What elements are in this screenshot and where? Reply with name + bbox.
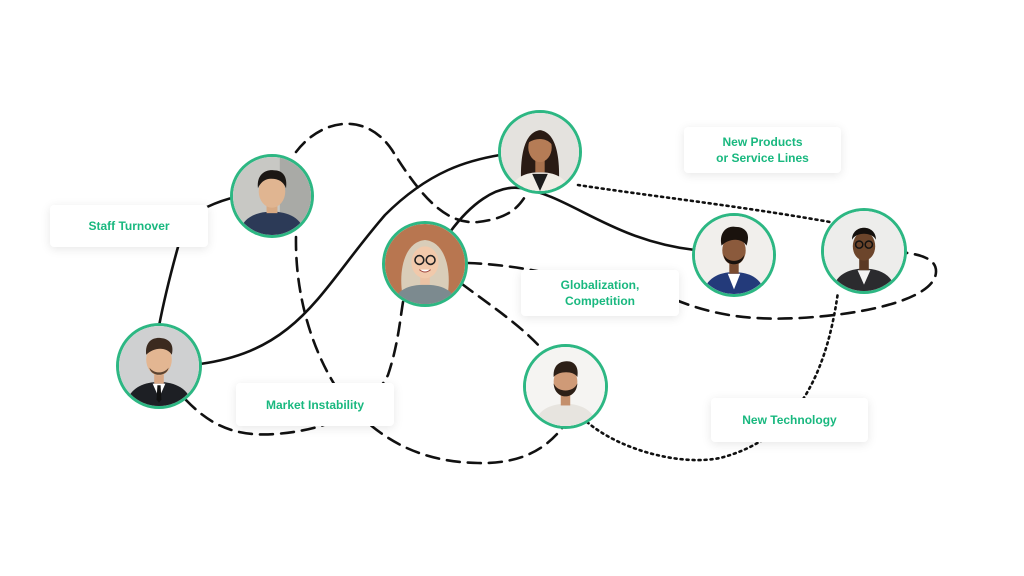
label-new-technology: New Technology: [711, 398, 868, 442]
dashed-line-loop-top: [294, 122, 530, 224]
solid-line-man2-to-woman1: [198, 153, 502, 366]
person-woman-blazer-glasses-icon: [821, 208, 907, 294]
dotted-line-woman1-to-woman3: [576, 183, 832, 224]
dotted-line-woman3-to-man4: [585, 290, 840, 462]
dashed-line-right-loop: [674, 248, 938, 320]
dashed-line-woman2-to-man4: [460, 282, 542, 349]
label-globalization-competition: Globalization, Competition: [521, 270, 679, 316]
person-woman-glasses-icon: [382, 221, 468, 307]
person-man-beard-white-shirt-icon: [523, 344, 608, 429]
dashed-line-man1-to-bottom: [294, 235, 565, 465]
person-man-suit-beard-icon: [692, 213, 776, 297]
label-staff-turnover: Staff Turnover: [50, 205, 208, 247]
solid-line-woman2-to-man3: [448, 186, 697, 252]
label-new-products: New Products or Service Lines: [684, 127, 841, 173]
person-man-suit-tie-icon: [116, 323, 202, 409]
person-woman-long-hair-icon: [498, 110, 582, 194]
solid-line-staff-to-man2: [157, 245, 180, 328]
label-market-instability: Market Instability: [236, 383, 394, 426]
person-young-man-navy-shirt-icon: [230, 154, 314, 238]
